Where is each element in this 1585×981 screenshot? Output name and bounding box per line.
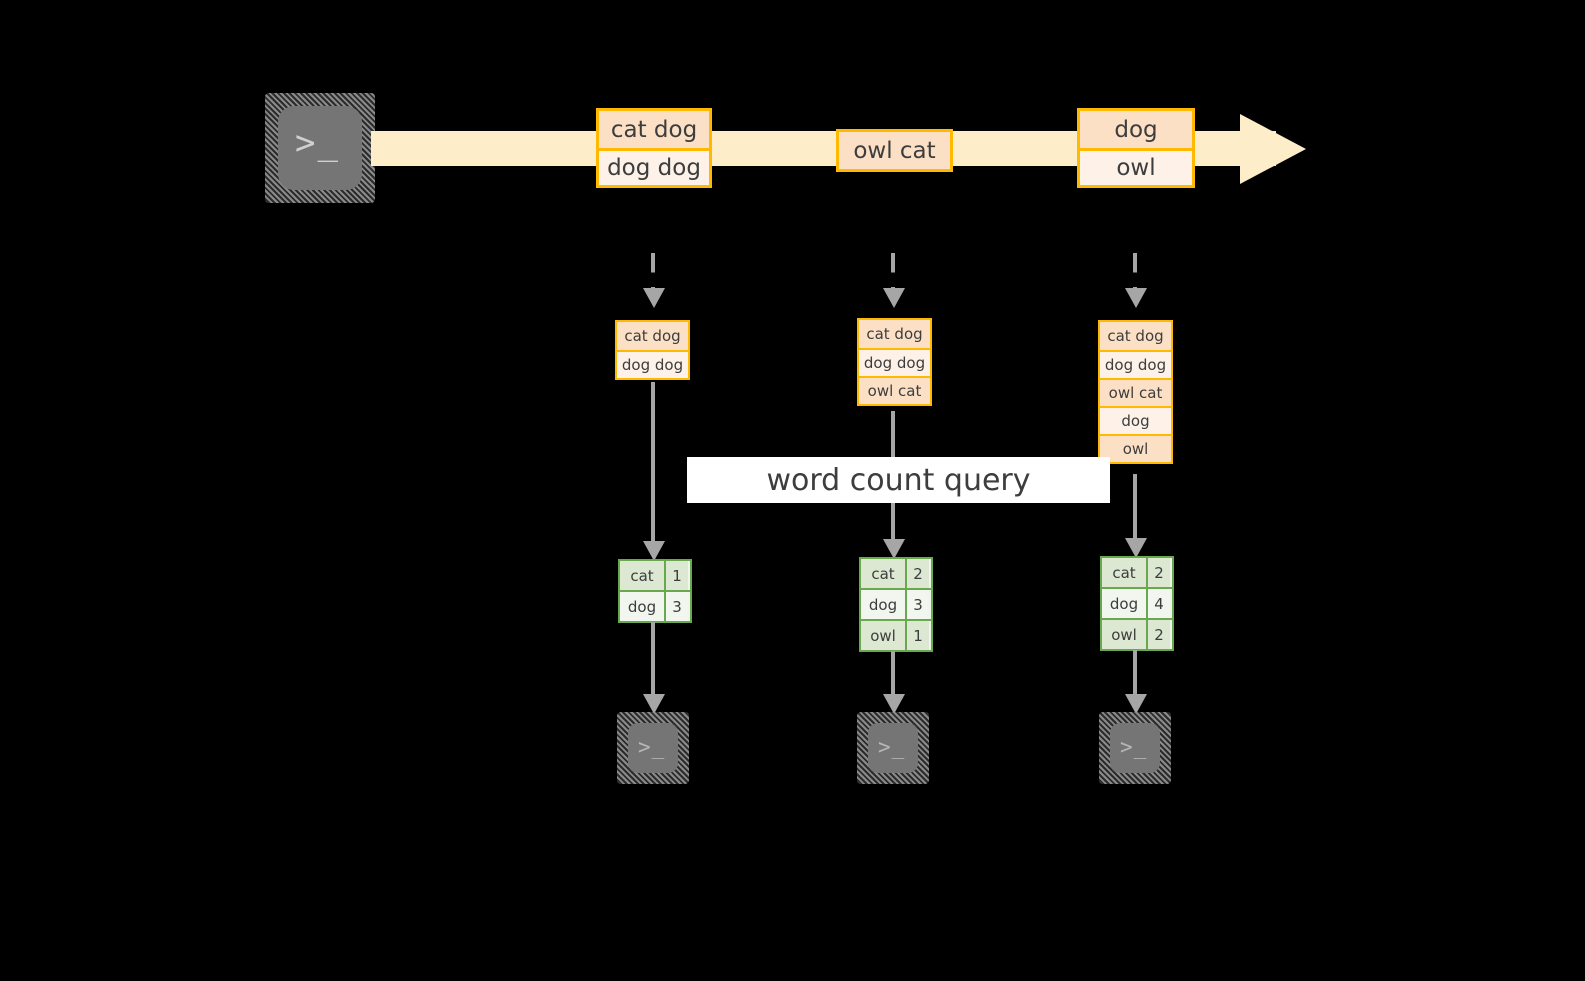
stream-record-2: owl cat xyxy=(836,129,953,172)
result-word: dog xyxy=(861,590,905,619)
result-table-1: cat 1 dog 3 xyxy=(618,559,692,623)
input-line: dog dog xyxy=(859,348,930,376)
result-count: 3 xyxy=(905,590,929,619)
result-table-3: cat 2 dog 4 owl 2 xyxy=(1100,556,1174,651)
arrowhead-icon xyxy=(643,288,665,308)
result-count: 3 xyxy=(664,592,688,621)
stream-record-1: cat dog dog dog xyxy=(596,108,712,188)
sink-connector-3 xyxy=(1133,650,1137,702)
result-word: cat xyxy=(620,561,664,590)
terminal-prompt-text: >_ xyxy=(295,123,340,163)
result-word: cat xyxy=(861,559,905,588)
arrowhead-icon xyxy=(1125,538,1147,558)
input-line: cat dog xyxy=(617,322,688,350)
result-word: owl xyxy=(861,621,905,650)
arrowhead-icon xyxy=(643,694,665,714)
table-row: cat 2 xyxy=(861,559,931,588)
dashed-connector-2 xyxy=(891,253,895,291)
accumulated-input-2: cat dog dog dog owl cat xyxy=(857,318,932,406)
terminal-icon-sink-3: >_ xyxy=(1099,712,1171,784)
record-line: owl xyxy=(1080,148,1192,185)
terminal-icon-sink-1: >_ xyxy=(617,712,689,784)
result-word: cat xyxy=(1102,558,1146,587)
query-connector-3 xyxy=(1133,474,1137,547)
terminal-icon-sink-2: >_ xyxy=(857,712,929,784)
terminal-icon-source: >_ xyxy=(265,93,375,203)
record-line: dog xyxy=(1080,111,1192,148)
terminal-screen: >_ xyxy=(868,723,918,773)
result-count: 1 xyxy=(905,621,929,650)
table-row: cat 2 xyxy=(1102,558,1172,587)
table-row: dog 3 xyxy=(861,588,931,619)
input-line: dog xyxy=(1100,406,1171,434)
table-row: cat 1 xyxy=(620,561,690,590)
arrowhead-icon xyxy=(883,694,905,714)
dashed-connector-1 xyxy=(651,253,655,291)
arrowhead-icon xyxy=(1125,288,1147,308)
table-row: dog 3 xyxy=(620,590,690,621)
result-word: dog xyxy=(620,592,664,621)
terminal-screen: >_ xyxy=(1110,723,1160,773)
terminal-screen: >_ xyxy=(278,106,362,190)
terminal-screen: >_ xyxy=(628,723,678,773)
table-row: owl 1 xyxy=(861,619,931,650)
result-count: 2 xyxy=(1146,558,1170,587)
sink-connector-2 xyxy=(891,651,895,702)
result-table-2: cat 2 dog 3 owl 1 xyxy=(859,557,933,652)
stream-record-3: dog owl xyxy=(1077,108,1195,188)
input-line: owl cat xyxy=(859,376,930,404)
arrowhead-icon xyxy=(883,288,905,308)
accumulated-input-1: cat dog dog dog xyxy=(615,320,690,380)
result-word: dog xyxy=(1102,589,1146,618)
table-row: owl 2 xyxy=(1102,618,1172,649)
input-line: dog dog xyxy=(617,350,688,378)
input-line: cat dog xyxy=(859,320,930,348)
query-label: word count query xyxy=(687,457,1110,503)
result-word: owl xyxy=(1102,620,1146,649)
record-line: cat dog xyxy=(599,111,709,148)
result-count: 4 xyxy=(1146,589,1170,618)
terminal-prompt-text: >_ xyxy=(878,735,906,759)
input-line: owl cat xyxy=(1100,378,1171,406)
query-label-text: word count query xyxy=(766,462,1031,498)
arrowhead-icon xyxy=(883,539,905,559)
query-connector-1 xyxy=(651,382,655,547)
dashed-connector-3 xyxy=(1133,253,1137,291)
arrowhead-icon xyxy=(1125,694,1147,714)
input-line: owl xyxy=(1100,434,1171,462)
terminal-prompt-text: >_ xyxy=(638,735,666,759)
result-count: 1 xyxy=(664,561,688,590)
arrowhead-icon xyxy=(643,541,665,561)
accumulated-input-3: cat dog dog dog owl cat dog owl xyxy=(1098,320,1173,464)
input-line: cat dog xyxy=(1100,322,1171,350)
result-count: 2 xyxy=(1146,620,1170,649)
input-line: dog dog xyxy=(1100,350,1171,378)
terminal-prompt-text: >_ xyxy=(1120,735,1148,759)
sink-connector-1 xyxy=(651,622,655,702)
record-line: dog dog xyxy=(599,148,709,185)
record-line: owl cat xyxy=(839,132,950,169)
table-row: dog 4 xyxy=(1102,587,1172,618)
result-count: 2 xyxy=(905,559,929,588)
right-arrow-icon xyxy=(1240,114,1306,184)
